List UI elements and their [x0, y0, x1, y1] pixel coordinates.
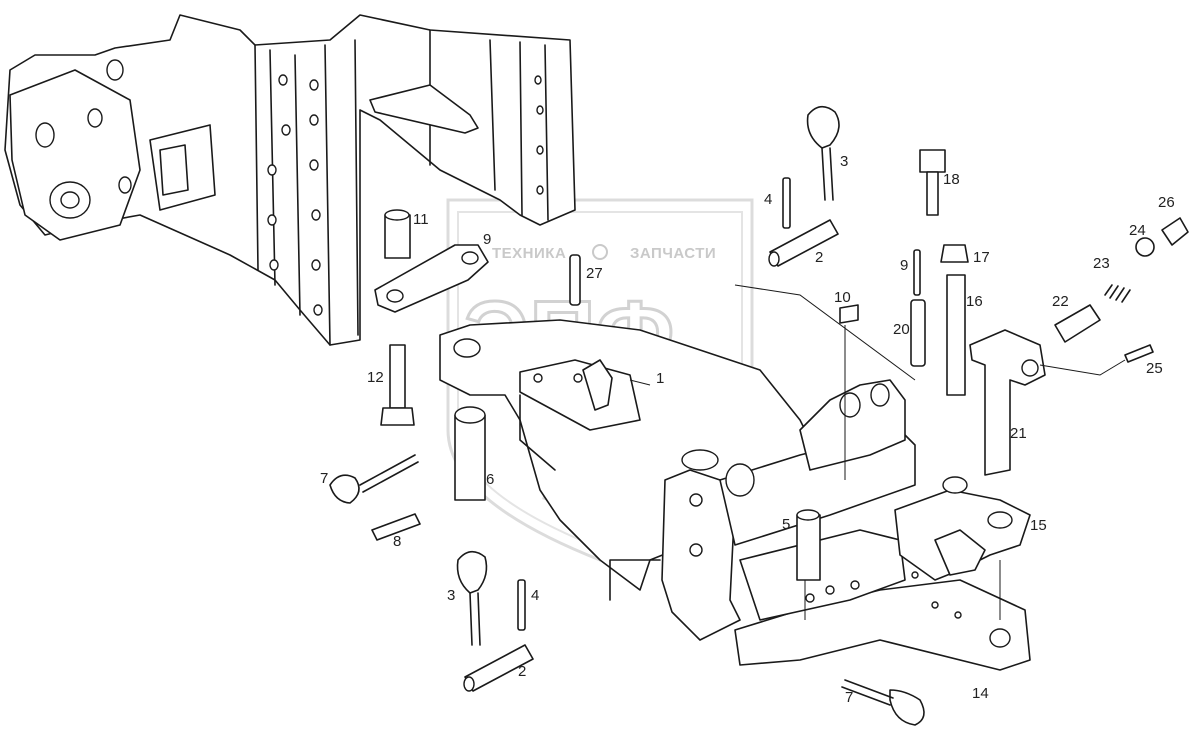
pin-5: [796, 509, 821, 581]
label-part-23: 23: [1093, 255, 1110, 272]
label-part-25: 25: [1146, 360, 1163, 377]
pin-2-lower: [463, 644, 534, 692]
sleeve-20: [910, 299, 926, 367]
bolt-12: [380, 344, 415, 426]
label-part-14: 14: [972, 685, 989, 702]
bolt-18: [919, 149, 946, 216]
label-part-7-left: 7: [320, 470, 328, 487]
spring-23: [1104, 284, 1131, 303]
label-part-3-lower: 3: [447, 587, 455, 604]
label-part-9-upper: 9: [483, 231, 491, 248]
plunger-22: [1054, 304, 1101, 343]
leader-lines: [629, 284, 1126, 620]
label-part-22: 22: [1052, 293, 1069, 310]
label-part-16: 16: [966, 293, 983, 310]
crossbar-holes: [805, 571, 962, 619]
spring-pin-4-upper: [782, 177, 791, 229]
ring-pin-3-lower: [456, 550, 488, 646]
lever-pin-21: [969, 329, 1046, 476]
label-part-15: 15: [1030, 517, 1047, 534]
cap-26: [1161, 217, 1189, 246]
label-part-2-lower: 2: [518, 663, 526, 680]
label-part-12: 12: [367, 369, 384, 386]
label-part-2-upper: 2: [815, 249, 823, 266]
ball-24: [1135, 237, 1155, 257]
ring-pin-7-bottom: [841, 679, 925, 726]
part-number-labels: 1 2 2 3 3 4 4 5 6 7 7 8 9 9 10 11 12 14 …: [320, 153, 1175, 706]
label-part-7-bottom: 7: [845, 689, 853, 706]
label-part-3-upper: 3: [840, 153, 848, 170]
drawbar-body: [439, 319, 821, 591]
label-part-8: 8: [393, 533, 401, 550]
label-part-26: 26: [1158, 194, 1175, 211]
plate-10: [839, 304, 859, 324]
spring-pin-4-lower: [517, 579, 526, 631]
label-part-1: 1: [656, 370, 664, 387]
ring-pin-7-left: [329, 454, 419, 504]
label-part-4-lower: 4: [531, 587, 539, 604]
spring-pin-8: [371, 513, 421, 541]
tractor-frame: [4, 14, 576, 346]
pin-6: [454, 406, 486, 501]
bushing-11: [384, 209, 411, 259]
label-part-24: 24: [1129, 222, 1146, 239]
pin-2-upper: [768, 219, 839, 267]
stud-16: [946, 274, 966, 396]
label-part-6: 6: [486, 471, 494, 488]
label-part-11: 11: [413, 211, 429, 228]
label-part-9-right: 9: [900, 257, 908, 274]
hitch-assembly: [609, 379, 1031, 671]
label-part-27: 27: [586, 265, 603, 282]
ring-pin-3-upper: [806, 105, 840, 201]
watermark-brand-left: ТЕХНИКА: [492, 245, 566, 262]
frame-bolt-holes: [267, 74, 544, 316]
pin-25: [1124, 344, 1154, 363]
lever-9-upper: [374, 244, 489, 313]
nut-17: [940, 244, 969, 263]
pin-9-vertical: [913, 249, 921, 296]
label-part-5: 5: [782, 516, 790, 533]
label-part-20: 20: [893, 321, 910, 338]
label-part-4-upper: 4: [764, 191, 772, 208]
label-part-17: 17: [973, 249, 990, 266]
label-part-21: 21: [1010, 425, 1027, 442]
label-part-18: 18: [943, 171, 960, 188]
watermark-brand-right: ЗАПЧАСТИ: [630, 245, 716, 262]
label-part-10: 10: [834, 289, 851, 306]
pin-27: [569, 254, 581, 306]
gear-icon: [592, 244, 608, 260]
